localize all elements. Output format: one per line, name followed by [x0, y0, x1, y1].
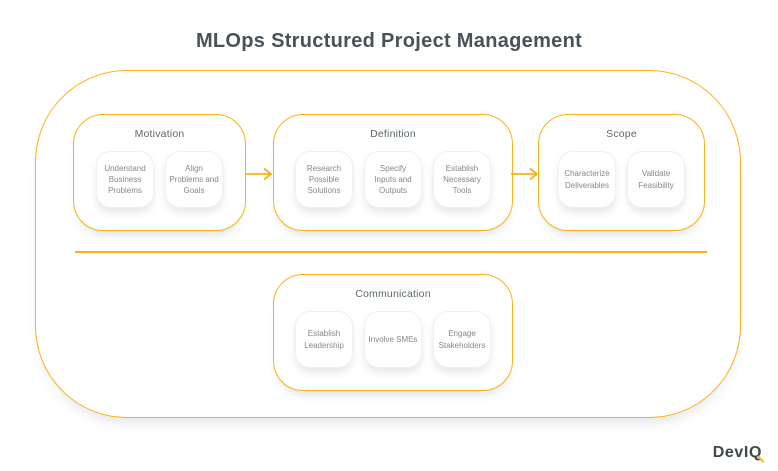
group-communication-cards: Establish Leadership Involve SMEs Engage… [295, 311, 491, 368]
deviq-logo-text-dev: Dev [712, 444, 744, 461]
group-communication-label: Communication [355, 288, 431, 300]
section-divider [75, 251, 707, 253]
task-card: Research Possible Solutions [295, 151, 353, 208]
task-card: Align Problems and Goals [165, 151, 223, 208]
page-title: MLOps Structured Project Management [195, 30, 583, 52]
outer-frame: Motivation Understand Business Problems … [35, 70, 741, 418]
group-definition-cards: Research Possible Solutions Specify Inpu… [295, 151, 491, 208]
arrow-right-icon [511, 167, 539, 181]
task-card: Validate Feasibility [627, 151, 685, 208]
group-definition-label: Definition [370, 128, 416, 140]
group-scope: Scope Characterize Deliverables Validate… [538, 114, 705, 231]
group-scope-cards: Characterize Deliverables Validate Feasi… [558, 151, 685, 208]
task-card: Characterize Deliverables [558, 151, 616, 208]
group-definition: Definition Research Possible Solutions S… [273, 114, 513, 231]
group-communication: Communication Establish Leadership Invol… [273, 274, 513, 391]
task-card: Involve SMEs [364, 311, 422, 368]
deviq-logo: DevIQ [713, 444, 762, 462]
task-card: Understand Business Problems [96, 151, 154, 208]
group-motivation: Motivation Understand Business Problems … [73, 114, 246, 231]
group-motivation-label: Motivation [134, 128, 185, 140]
task-card: Specify Inputs and Outputs [364, 151, 422, 208]
arrow-right-icon [245, 167, 273, 181]
deviq-logo-text-iq: IQ [743, 444, 762, 461]
group-scope-label: Scope [606, 128, 637, 140]
task-card: Establish Necessary Tools [433, 151, 491, 208]
group-motivation-cards: Understand Business Problems Align Probl… [96, 151, 223, 208]
task-card: Establish Leadership [295, 311, 353, 368]
task-card: Engage Stakeholders [433, 311, 491, 368]
